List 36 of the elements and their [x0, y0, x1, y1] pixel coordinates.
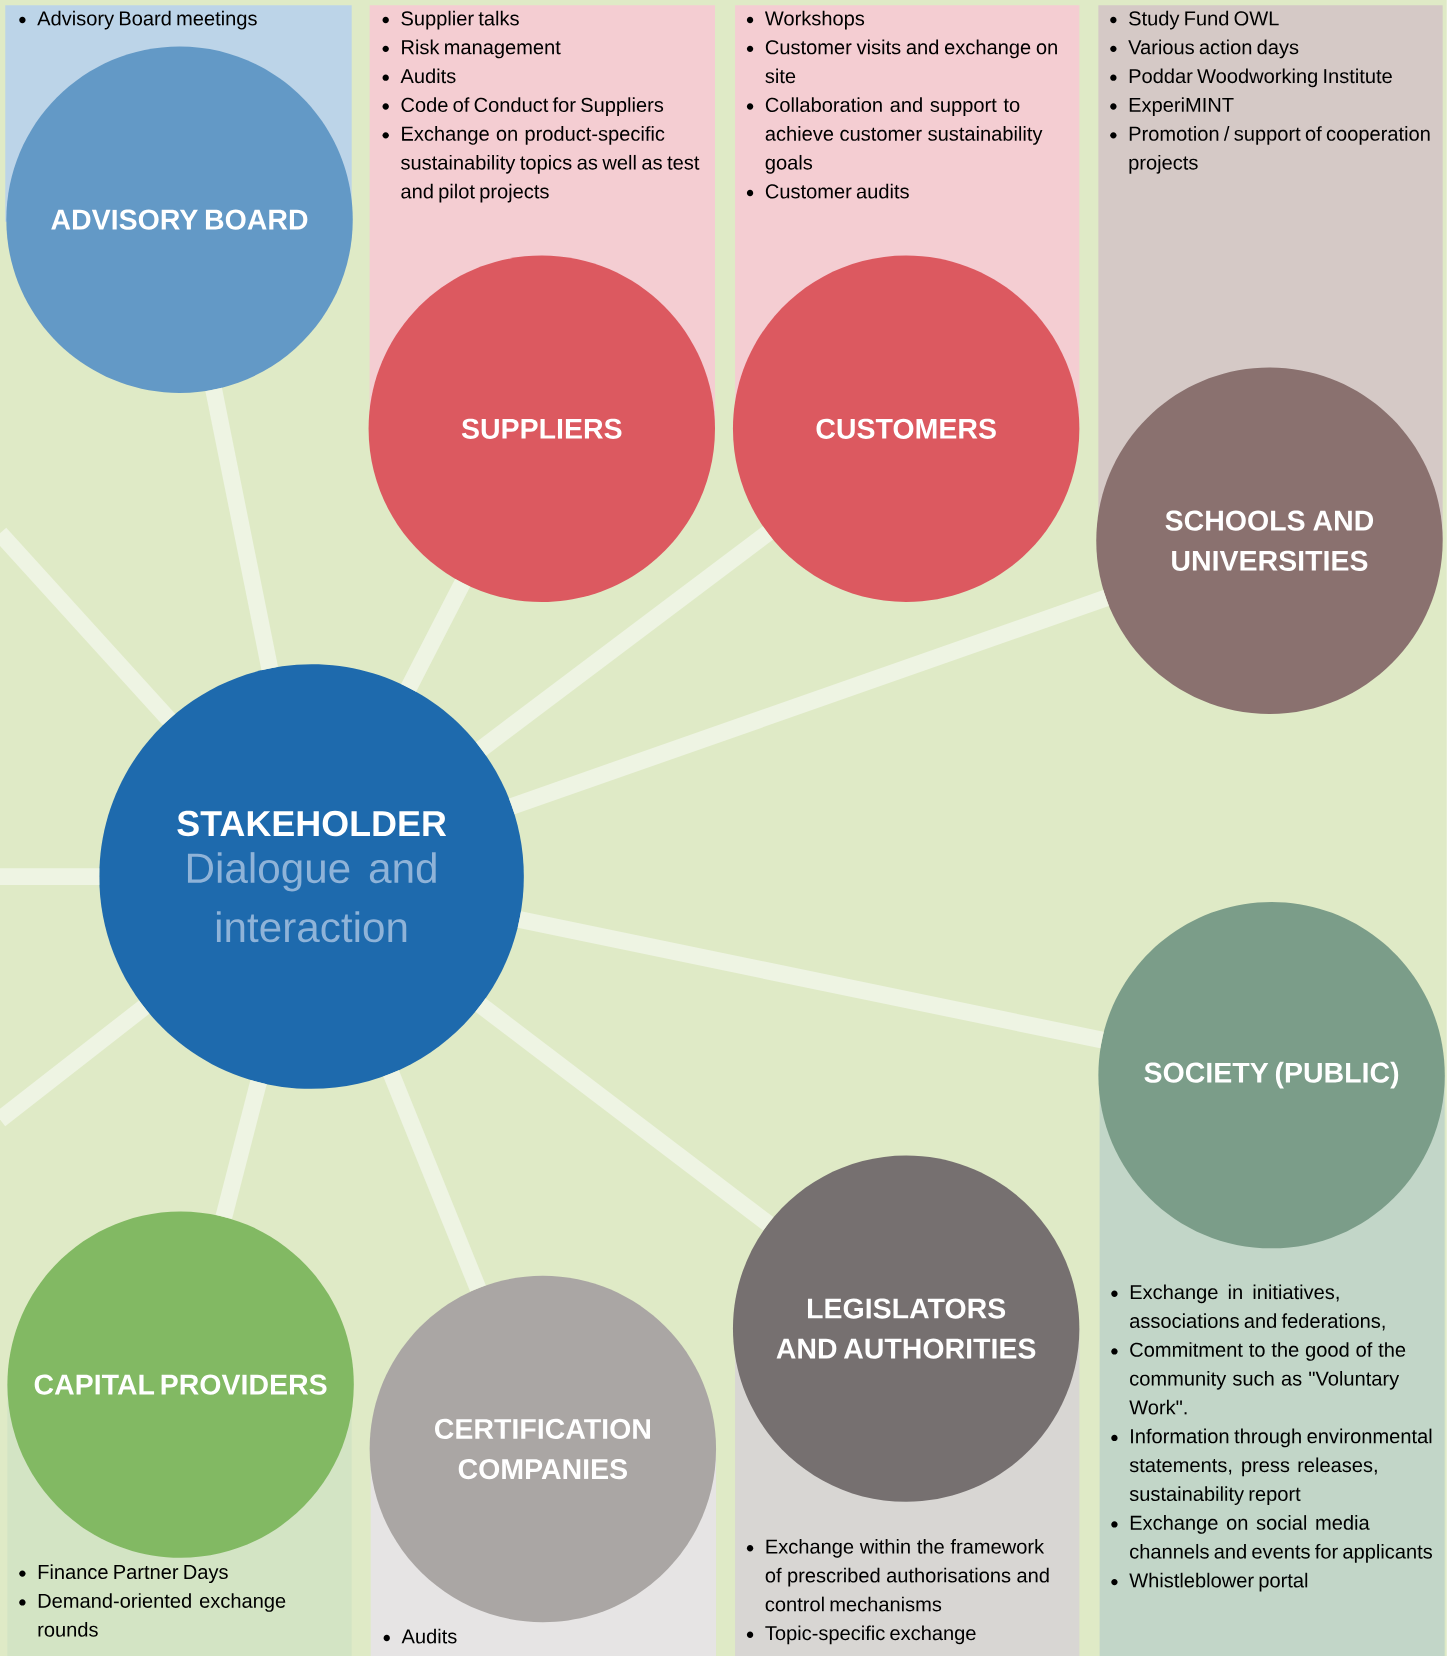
- bullet-item: Workshops: [765, 10, 865, 30]
- bullet-item: Supplier talks: [401, 10, 519, 30]
- connector-line: [509, 590, 1109, 815]
- bullet-item: Study Fund OWL: [1129, 10, 1279, 30]
- bullet-item: Various action days: [1128, 39, 1299, 59]
- bullet-item: Exchange in initiatives, associations and federations,: [1130, 1284, 1385, 1331]
- connector-line: [205, 387, 279, 671]
- connector-line: [0, 868, 100, 886]
- connector-line: [517, 911, 1104, 1049]
- bullet-item: Demand-oriented exchange rounds: [38, 1593, 286, 1637]
- bullet-item: Customer visits and exchange on site: [765, 39, 1057, 84]
- bullet-item: Risk management: [402, 39, 561, 59]
- connector-line: [215, 1080, 267, 1219]
- connector-line: [401, 578, 471, 692]
- bullet-item: Collaboration and support to achieve customer sustainability goals: [765, 97, 1043, 174]
- connector-line: [383, 1070, 486, 1292]
- bullet-item: Code of Conduct for Suppliers: [401, 97, 664, 116]
- bullet-item: Exchange on product-specific sustainability topics as well as test and pilot projects: [401, 126, 700, 203]
- bullet-item: ExperiMINT: [1129, 97, 1234, 116]
- bullet-item: Poddar Woodworking Institute: [1129, 68, 1392, 88]
- bullet-item: Finance Partner Days: [38, 1564, 228, 1584]
- bullet-item: Commitment to the good of the community such as "Voluntary Work".: [1129, 1342, 1406, 1415]
- bullet-item: Topic-specific exchange: [765, 1625, 976, 1645]
- connector-line: [0, 527, 176, 726]
- bullet-item: Whistleblower portal: [1129, 1572, 1308, 1592]
- bullet-item: Audits: [400, 68, 456, 84]
- connector-line: [475, 998, 774, 1231]
- bullet-item: Customer audits: [765, 183, 909, 199]
- bullet-item: Exchange within the framework of prescribed authorisations and control mechanisms: [765, 1539, 1049, 1612]
- bullet-item: Promotion / support of cooperation projects: [1129, 126, 1430, 174]
- bullet-item: Information through environmental statements, press releases, sustainability report: [1129, 1428, 1432, 1505]
- bullet-item: Exchange on social media channels and events for applicants: [1130, 1515, 1433, 1563]
- connector-line: [476, 526, 773, 756]
- bullet-item: Advisory Board meetings: [37, 10, 257, 30]
- bullet-item: Audits: [401, 1628, 457, 1644]
- connector-line: [0, 1000, 150, 1127]
